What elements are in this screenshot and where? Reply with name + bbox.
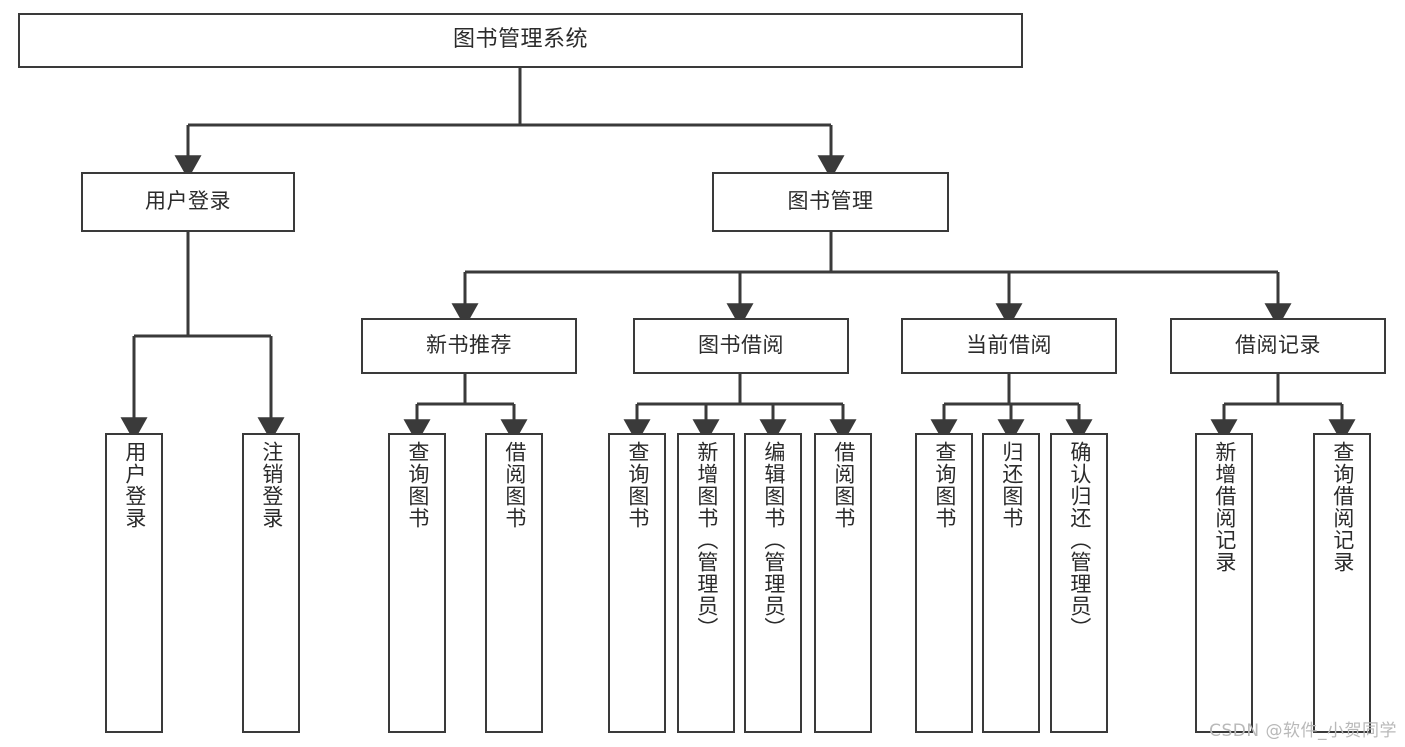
leaf-current-confirm-return[interactable]: 确认归还（管理员）: [1050, 433, 1108, 733]
leaf-label: 用户登录: [122, 441, 147, 529]
leaf-new-book-query[interactable]: 查询图书: [388, 433, 446, 733]
node-borrow-record[interactable]: 借阅记录: [1170, 318, 1386, 374]
leaf-current-return-book[interactable]: 归还图书: [982, 433, 1040, 733]
leaf-user-login-login[interactable]: 用户登录: [105, 433, 163, 733]
node-label: 图书管理系统: [452, 27, 588, 53]
leaf-label: 确认归还（管理员）: [1067, 441, 1092, 639]
leaf-label: 查询图书: [405, 441, 430, 529]
leaf-new-book-borrow[interactable]: 借阅图书: [485, 433, 543, 733]
leaf-label: 注销登录: [259, 441, 284, 529]
leaf-borrow-query-book[interactable]: 查询图书: [608, 433, 666, 733]
node-root-system[interactable]: 图书管理系统: [18, 13, 1023, 68]
node-label: 图书借阅: [698, 333, 784, 358]
leaf-label: 新增借阅记录: [1212, 441, 1237, 573]
watermark-text: CSDN @软件_小贺同学: [1209, 721, 1397, 741]
leaf-borrow-borrow-book[interactable]: 借阅图书: [814, 433, 872, 733]
leaf-label: 借阅图书: [502, 441, 527, 529]
node-book-management[interactable]: 图书管理: [712, 172, 949, 232]
leaf-borrow-add-book[interactable]: 新增图书（管理员）: [677, 433, 735, 733]
leaf-record-add[interactable]: 新增借阅记录: [1195, 433, 1253, 733]
node-label: 新书推荐: [426, 333, 512, 358]
node-new-book-recommend[interactable]: 新书推荐: [361, 318, 577, 374]
leaf-label: 借阅图书: [831, 441, 856, 529]
leaf-label: 查询图书: [625, 441, 650, 529]
leaf-label: 归还图书: [999, 441, 1024, 529]
node-label: 图书管理: [787, 189, 874, 214]
node-book-borrow[interactable]: 图书借阅: [633, 318, 849, 374]
leaf-label: 编辑图书（管理员）: [761, 441, 786, 639]
leaf-record-query[interactable]: 查询借阅记录: [1313, 433, 1371, 733]
node-label: 借阅记录: [1235, 333, 1321, 358]
leaf-label: 查询图书: [932, 441, 957, 529]
leaf-label: 查询借阅记录: [1330, 441, 1355, 573]
leaf-label: 新增图书（管理员）: [694, 441, 719, 639]
leaf-borrow-edit-book[interactable]: 编辑图书（管理员）: [744, 433, 802, 733]
node-current-borrow[interactable]: 当前借阅: [901, 318, 1117, 374]
node-label: 用户登录: [145, 189, 231, 214]
leaf-user-login-logout[interactable]: 注销登录: [242, 433, 300, 733]
node-label: 当前借阅: [966, 333, 1052, 358]
node-user-login[interactable]: 用户登录: [81, 172, 295, 232]
leaf-current-query-book[interactable]: 查询图书: [915, 433, 973, 733]
